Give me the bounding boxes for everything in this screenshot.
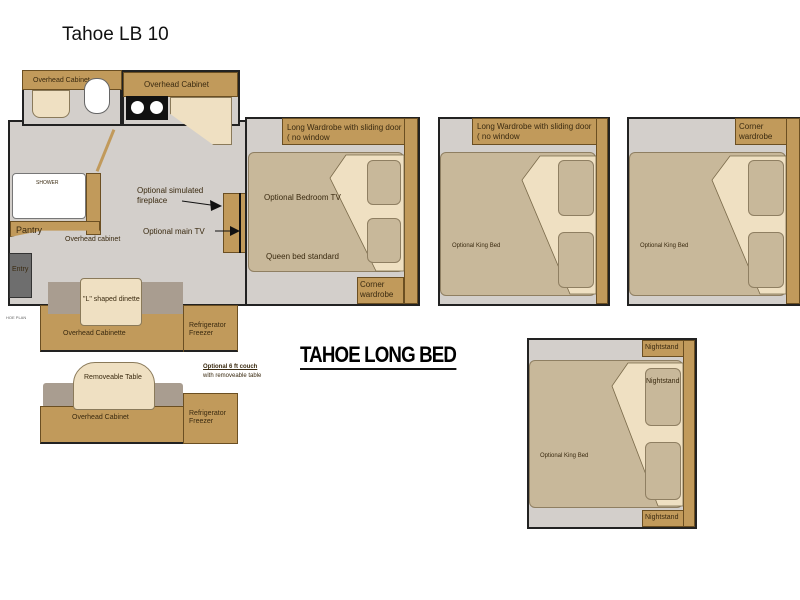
- plan-heading: TAHOE LONG BED: [300, 342, 457, 370]
- couch-refrigerator-label: Refrigerator Freezer: [189, 410, 226, 426]
- fireplace-label: Optional simulated fireplace: [137, 186, 204, 205]
- main-tv: [239, 193, 241, 253]
- nightstand-bottom-label: Nightstand: [645, 514, 679, 521]
- corner-wardrobe-label: Corner wardrobe: [360, 280, 394, 299]
- long-wardrobe-label: Long Wardrobe with sliding door ( no win…: [287, 123, 402, 142]
- bedroom-tv-label: Optional Bedroom TV: [264, 193, 341, 202]
- entry-label: Entry: [12, 266, 29, 273]
- couch-overhead-cabinet-label: Overhead Cabinet: [72, 414, 129, 421]
- option2-wardrobe-label: Corner wardrobe: [739, 122, 773, 141]
- main-tv-label: Optional main TV: [143, 227, 205, 236]
- removeable-table: [73, 362, 155, 410]
- couch-option-title: Optional 6 ft couch: [203, 364, 258, 370]
- pantry-label: Pantry: [16, 225, 43, 235]
- nightstand-top-label: Nightstand: [645, 344, 679, 351]
- plan-label: HOE PLAN: [6, 315, 27, 320]
- couch-option-subtitle: with removeable table: [203, 373, 262, 379]
- option1-wardrobe-label: Long Wardrobe with sliding door ( no win…: [477, 122, 592, 141]
- entry-door[interactable]: [9, 253, 32, 298]
- nightstand-mid-label: Nightstand: [646, 378, 680, 385]
- overhead-cabinet-label: Overhead cabinet: [65, 236, 121, 243]
- overhead-cabinette-label: Overhead Cabinette: [63, 330, 126, 337]
- shower-label: SHOWER: [36, 180, 59, 186]
- dinette: [80, 278, 142, 326]
- removeable-table-label: Removeable Table: [84, 374, 142, 381]
- option3-bed-label: Optional King Bed: [540, 453, 589, 459]
- toilet: [84, 78, 110, 114]
- option1-bed-label: Optional King Bed: [452, 243, 501, 249]
- sink: [32, 90, 70, 118]
- option2-bed-label: Optional King Bed: [640, 243, 689, 249]
- overhead-cabinet-kitchen-label: Overhead Cabinet: [144, 80, 209, 89]
- queen-bed-label: Queen bed standard: [266, 252, 339, 261]
- overhead-cabinet-bath-label: Overhead Cabinet: [33, 77, 90, 84]
- dinette-label: "L" shaped dinette: [83, 296, 140, 303]
- shower: [12, 173, 86, 219]
- page-title: Tahoe LB 10: [62, 24, 169, 45]
- refrigerator-label: Refrigerator Freezer: [189, 322, 226, 338]
